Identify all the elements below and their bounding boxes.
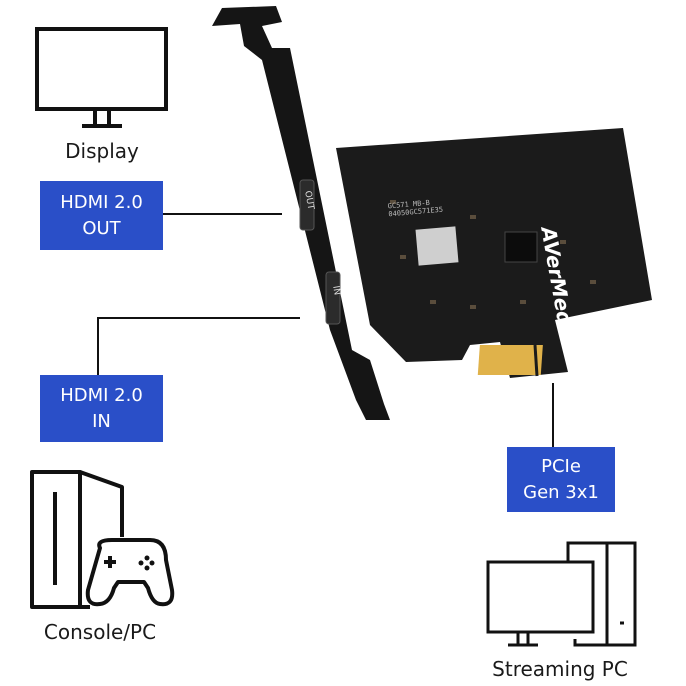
console-gamepad-icon [30,470,175,609]
hdmi-in-line2: IN [92,410,111,432]
gamepad-buttons [138,555,155,571]
gold-fingers [477,345,543,375]
hdmi-out-badge: HDMI 2.0 OUT [40,181,163,250]
desktop-pc-icon [486,541,637,647]
monitor-icon [35,27,168,128]
pcb-board [336,128,652,378]
main-chip [415,226,459,266]
pcie-line1: PCIe [541,455,581,477]
port-label-in: IN [330,285,342,296]
hdmi-in-port [325,271,341,325]
hdmi-out-line1: HDMI 2.0 [60,191,143,213]
hdmi-out-line2: OUT [82,217,121,239]
hdmi-in-line1: HDMI 2.0 [60,384,143,406]
secondary-chip [504,231,538,263]
pcie-badge: PCIe Gen 3x1 [507,447,615,512]
display-label: Display [65,139,139,163]
capture-card-image [212,6,652,420]
hdmi-in-badge: HDMI 2.0 IN [40,375,163,442]
hdmi-in-connector-line [97,317,300,375]
hdmi-out-port [299,179,315,231]
streaming-pc-label: Streaming PC [492,657,628,681]
pcie-line2: Gen 3x1 [523,481,599,503]
console-label: Console/PC [43,620,157,644]
